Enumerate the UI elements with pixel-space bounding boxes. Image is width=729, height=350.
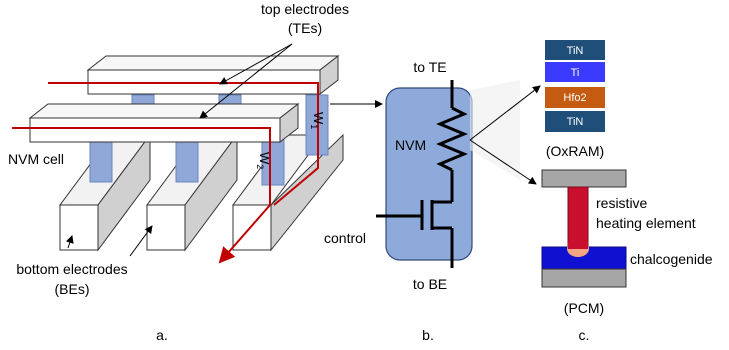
caption-b: b. [422, 327, 434, 343]
be-pointer-1 [129, 225, 153, 257]
heating-element-label: heating element [596, 215, 696, 231]
pcm-device [541, 169, 627, 288]
cell-circuit-panel: to TE NVM control to BE b. [324, 59, 520, 343]
nvm-pillars-front [89, 139, 285, 186]
resistor-symbol [436, 106, 468, 172]
oxram-layer-tin-top [545, 40, 605, 60]
oxram-layer-label: Hfo2 [563, 92, 586, 104]
be-pointer-2 [65, 235, 74, 249]
nvm-cell-label: NVM cell [8, 151, 64, 167]
top-electrodes-label: top electrodes [261, 1, 349, 17]
oxram-label: (OxRAM) [546, 143, 604, 159]
bottom-electrodes-label: bottom electrodes [16, 261, 127, 277]
current-path-1 [48, 82, 319, 206]
svg-text:W2: W2 [255, 152, 272, 169]
oxram-layer-label: TiN [567, 116, 584, 128]
current-path-2 [12, 127, 271, 264]
crossbar-panel: W1 W2 top electrodes (TEs) NVM cell bott… [8, 1, 349, 343]
oxram-layer-tin-bottom [545, 111, 605, 132]
cell-box [385, 87, 473, 261]
oxram-layer-label: Ti [571, 67, 580, 79]
chalcogenide-label: chalcogenide [630, 251, 713, 267]
caption-c: c. [579, 327, 590, 343]
resistive-label: resistive [596, 195, 648, 211]
oxram-layer-hfo2 [545, 87, 605, 108]
te-pointer-1 [219, 43, 293, 85]
top-electrode-back [86, 54, 340, 96]
control-label: control [324, 230, 366, 246]
top-electrodes-abbr: (TEs) [288, 20, 322, 36]
te-pointer-2 [199, 43, 293, 119]
oxram-stack: TiN Ti Hfo2 TiN [545, 40, 605, 132]
to-te-label: to TE [413, 59, 446, 75]
to-be-label: to BE [413, 276, 447, 292]
oxram-layer-label: TiN [567, 45, 584, 57]
pcm-bottom-electrode [541, 268, 627, 288]
w1-label: W1 [309, 112, 326, 129]
pcm-label: (PCM) [564, 300, 604, 316]
oxram-layer-ti [545, 62, 605, 82]
to-pcm-arrow [469, 139, 537, 185]
nvm-label: NVM [395, 137, 426, 153]
top-electrode-front [28, 102, 300, 144]
bottom-electrodes-abbr: (BEs) [55, 281, 90, 297]
svg-text:W1: W1 [309, 112, 326, 129]
caption-a: a. [156, 327, 168, 343]
devices-panel: TiN Ti Hfo2 TiN (OxRAM) resistive heatin… [541, 40, 713, 343]
heating-element [567, 186, 589, 248]
to-oxram-arrow [469, 85, 541, 141]
w2-label: W2 [255, 152, 272, 169]
pcm-top-electrode [541, 169, 627, 188]
